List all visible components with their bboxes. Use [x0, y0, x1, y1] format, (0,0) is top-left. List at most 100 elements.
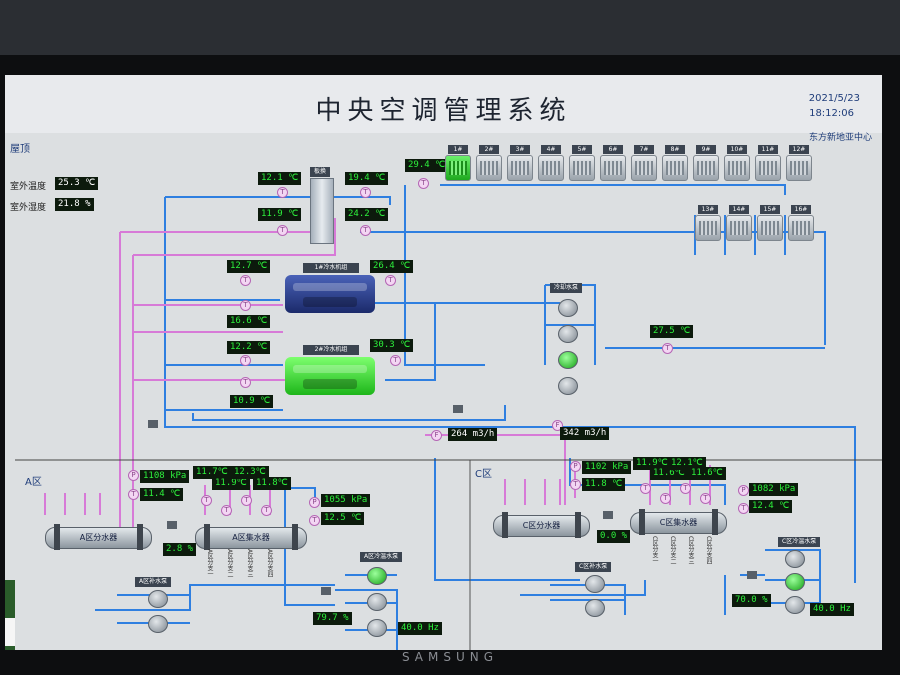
zone-a-valve-pct: 2.8 % — [163, 543, 197, 556]
cooling-tower-label: 4# — [541, 145, 561, 154]
temp-sensor-icon: T — [418, 178, 429, 189]
cooling-pump-3[interactable] — [558, 351, 580, 369]
zone-c-return-temp: 12.4 ℃ — [749, 500, 793, 513]
cooling-tower-body — [755, 155, 781, 181]
cooling-tower-label: 15# — [760, 205, 780, 214]
cooling-pump-2[interactable] — [558, 325, 580, 343]
temp-sensor-icon: T — [261, 505, 272, 516]
cooling-tower[interactable]: 11# — [755, 145, 781, 181]
cooling-tower-body — [724, 155, 750, 181]
valve-icon[interactable] — [453, 405, 463, 413]
valve-icon[interactable] — [167, 521, 177, 529]
flow-1: 264 m3/h — [448, 428, 498, 441]
cooling-tower[interactable]: 2# — [476, 145, 502, 181]
temp-sensor-icon: T — [240, 275, 251, 286]
chiller-2-label: 2#冷水机组 — [303, 345, 359, 355]
cooling-tower[interactable]: 6# — [600, 145, 626, 181]
cooling-tower-body — [726, 215, 752, 241]
pressure-sensor-icon: P — [128, 470, 139, 481]
cooling-pump-1[interactable] — [558, 299, 580, 317]
cooling-tower-body — [693, 155, 719, 181]
cooling-tower[interactable]: 13# — [695, 205, 721, 241]
temp-sensor-icon: T — [390, 355, 401, 366]
cooling-tower[interactable]: 1# — [445, 145, 471, 181]
cooling-tower-label: 9# — [696, 145, 716, 154]
temp-sensor-icon: T — [240, 300, 251, 311]
zone-a-chw-pct: 79.7 % — [313, 612, 352, 625]
cooling-tower-label: 5# — [572, 145, 592, 154]
cooling-tower-label: 16# — [791, 205, 811, 214]
zone-a-chw-pump-3[interactable] — [367, 619, 389, 637]
cooling-pumps-label: 冷却水泵 — [550, 283, 583, 293]
temp-sensor-icon: T — [277, 225, 288, 236]
temp-sensor-icon: T — [360, 225, 371, 236]
zone-c-supply-header[interactable]: C区分水器 — [493, 512, 590, 538]
zone-a-chw-pump-2[interactable] — [367, 593, 389, 611]
temp-t4: 24.2 ℃ — [345, 208, 389, 221]
chiller-2-low-temp: 10.9 ℃ — [230, 395, 274, 408]
chiller-1-in-temp: 12.7 ℃ — [227, 260, 271, 273]
cooling-tower[interactable]: 8# — [662, 145, 688, 181]
cooling-tower-body — [538, 155, 564, 181]
date-display: 2021/5/23 — [808, 93, 860, 104]
zone-a-branch-temp-1: 11.7℃ — [193, 466, 231, 479]
company-name: 东方新地亚中心 — [808, 133, 872, 143]
chiller-2[interactable]: 2#冷水机组 — [285, 345, 375, 395]
zone-c-pressure: 1102 kPa — [582, 461, 632, 474]
cooling-tower[interactable]: 10# — [724, 145, 750, 181]
chiller-2-in-temp: 12.2 ℃ — [227, 341, 271, 354]
zone-c-valve-pct: 0.0 % — [597, 530, 631, 543]
cooling-tower[interactable]: 15# — [757, 205, 783, 241]
zone-a-return-pressure: 1055 kPa — [321, 494, 371, 507]
zone-a-makeup-pump-2[interactable] — [148, 615, 170, 633]
zone-a-chw-pump-1[interactable] — [367, 567, 389, 585]
side-panel-tab[interactable] — [5, 580, 15, 650]
cooling-tower[interactable]: 12# — [786, 145, 812, 181]
side-panel-icon[interactable] — [5, 618, 15, 646]
cooling-tower[interactable]: 3# — [507, 145, 533, 181]
valve-icon[interactable] — [148, 420, 158, 428]
valve-icon[interactable] — [747, 571, 757, 579]
cooling-tower-label: 1# — [448, 145, 468, 154]
temp-sensor-icon: T — [385, 275, 396, 286]
zone-a-freq: 40.0 Hz — [398, 622, 442, 635]
zone-c-chw-pump-1[interactable] — [785, 550, 807, 568]
valve-icon[interactable] — [603, 511, 613, 519]
valve-icon[interactable] — [321, 587, 331, 595]
cooling-tower-label: 7# — [634, 145, 654, 154]
cooling-tower-body — [600, 155, 626, 181]
zone-c-return-pressure: 1082 kPa — [749, 483, 799, 496]
zone-c-branch-label-2: C区分支二 — [669, 536, 676, 565]
cw-return-temp: 27.5 ℃ — [650, 325, 694, 338]
cooling-tower[interactable]: 7# — [631, 145, 657, 181]
temp-sensor-icon: T — [738, 503, 749, 514]
pressure-sensor-icon: P — [570, 461, 581, 472]
plate-exchanger[interactable] — [310, 178, 334, 244]
zone-a-supply-header[interactable]: A区分水器 — [45, 524, 152, 550]
temp-t2: 19.4 ℃ — [345, 172, 389, 185]
temp-t1: 12.1 ℃ — [258, 172, 302, 185]
zone-c-chw-pump-2[interactable] — [785, 573, 807, 591]
zone-a-return-header[interactable]: A区集水器 — [195, 524, 307, 550]
cooling-tower[interactable]: 9# — [693, 145, 719, 181]
zone-c-makeup-pump-2[interactable] — [585, 599, 607, 617]
temp-sensor-icon: T — [240, 355, 251, 366]
cooling-tower[interactable]: 5# — [569, 145, 595, 181]
cooling-pump-4[interactable] — [558, 377, 580, 395]
cooling-tower[interactable]: 14# — [726, 205, 752, 241]
chiller-1[interactable]: 1#冷水机组 — [285, 263, 375, 313]
zone-c-chw-pump-3[interactable] — [785, 596, 807, 614]
temp-sensor-icon: T — [700, 493, 711, 504]
zone-a-makeup-pump-1[interactable] — [148, 590, 170, 608]
zone-c-makeup-pump-1[interactable] — [585, 575, 607, 593]
cooling-tower-body — [476, 155, 502, 181]
cooling-tower-body — [757, 215, 783, 241]
pressure-sensor-icon: P — [738, 485, 749, 496]
zone-a-pressure: 1108 kPa — [140, 470, 190, 483]
temp-sensor-icon: T — [680, 483, 691, 494]
cooling-tower[interactable]: 16# — [788, 205, 814, 241]
cooling-tower[interactable]: 4# — [538, 145, 564, 181]
zone-c-return-header[interactable]: C区集水器 — [630, 509, 727, 535]
zone-a-branch-temp-3: 12.3℃ — [231, 466, 269, 479]
flow-sensor-icon: F — [431, 430, 442, 441]
